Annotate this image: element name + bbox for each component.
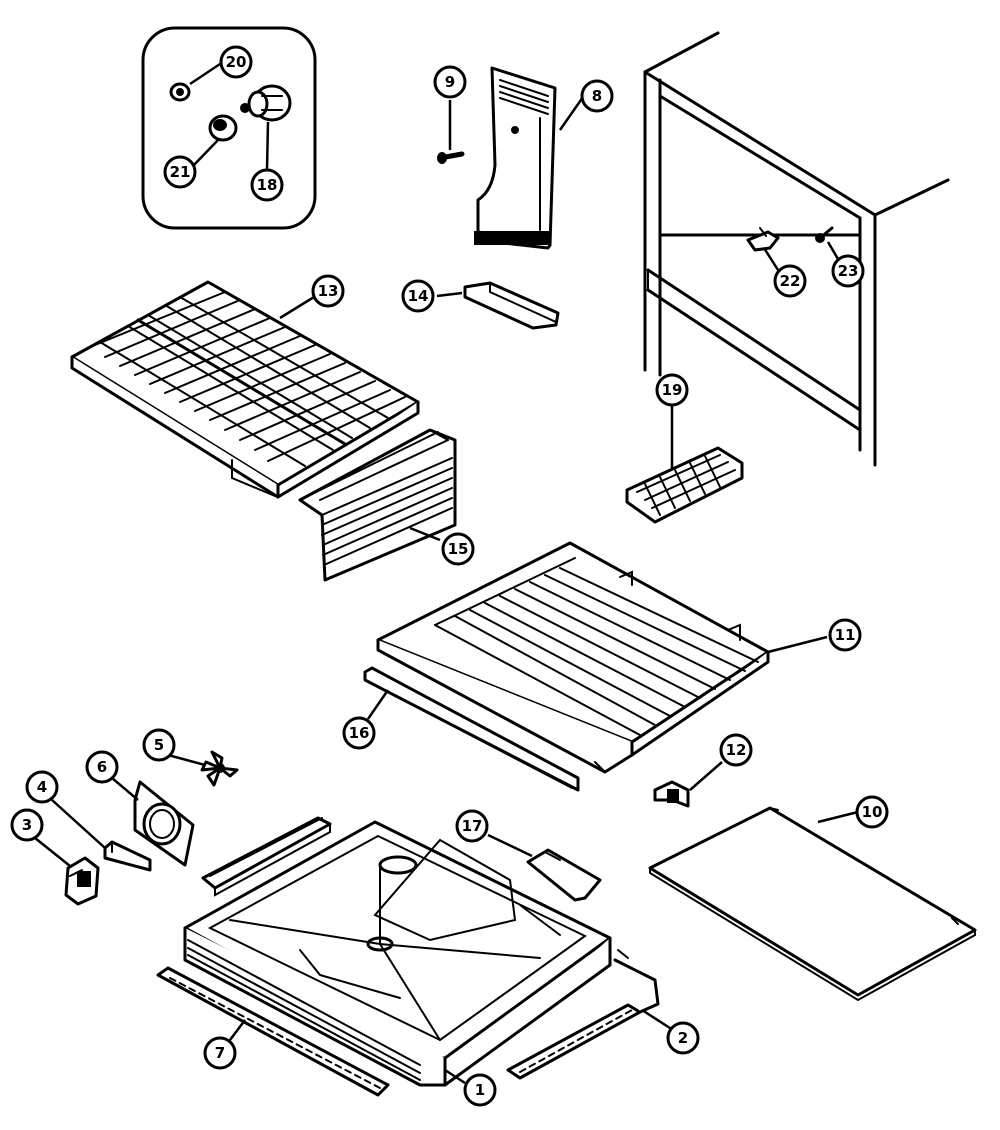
part-number: 7 [215,1044,225,1062]
part-number: 10 [862,803,883,821]
leader-lines [34,60,859,1085]
part-21-knob-bushing [208,114,238,142]
part-10-panel [648,806,977,1002]
part-number: 22 [780,272,801,290]
part-number: 18 [257,176,278,194]
part-number: 8 [592,87,602,105]
part-9-screw [437,151,465,164]
part-20-clip [169,82,191,102]
part-number: 14 [408,287,429,305]
part-number: 12 [726,741,747,759]
part-11-crisper-cover [376,541,770,774]
callout-7: 7 [203,1036,237,1070]
part-number: 16 [349,724,370,742]
callout-14: 14 [401,279,435,313]
callout-1: 1 [463,1073,497,1107]
part-14-bracket [463,281,560,330]
callout-10: 10 [855,795,889,829]
part-17-drain-cap [526,848,602,902]
part-number: 4 [37,778,47,796]
callout-21: 21 [163,155,197,189]
part-5-fan-blade [200,750,239,787]
part-13-wire-shelf [70,280,420,499]
part-number: 2 [678,1029,688,1047]
callout-8: 8 [580,79,614,113]
callout-17: 17 [455,809,489,843]
callout-19: 19 [655,373,689,407]
part-number: 5 [154,736,164,754]
callout-22: 22 [773,264,807,298]
callout-11: 11 [828,618,862,652]
part-number: 17 [462,817,483,835]
part-number: 21 [170,163,191,181]
callout-4: 4 [25,770,59,804]
callout-9: 9 [433,65,467,99]
callout-15: 15 [441,532,475,566]
callout-12: 12 [719,733,753,767]
callout-20: 20 [219,45,253,79]
part-19-ice-tray [625,446,744,524]
part-7-front-rail [156,966,390,1097]
rail-upper-left [201,816,332,897]
part-23-pin [815,226,834,243]
callout-23: 23 [831,254,865,288]
callout-3: 3 [10,808,44,842]
callout-5: 5 [142,728,176,762]
part-2-side-rail [506,949,660,1080]
part-number: 11 [835,626,856,644]
part-18-control-knob [240,84,292,122]
part-number: 1 [475,1081,485,1099]
part-number: 3 [22,816,32,834]
part-22-clip [746,227,780,252]
part-number: 15 [448,540,469,558]
part-number: 6 [97,758,107,776]
part-12-bracket [653,780,690,808]
part-8-duct-cover [474,66,557,250]
part-1-pan-housing [183,820,612,1087]
part-3-switch-housing [64,856,100,906]
part-number: 23 [838,262,859,280]
part-number: 19 [662,381,683,399]
callout-13: 13 [311,274,345,308]
part-number: 13 [318,282,339,300]
part-6-fan-shroud [133,780,195,867]
callout-16: 16 [342,716,376,750]
part-4-motor-bracket [103,840,152,872]
part-number: 20 [226,53,247,71]
part-number: 9 [445,73,455,91]
part-16-front-trim [363,666,580,792]
callout-6: 6 [85,750,119,784]
cabinet-outline [643,31,950,467]
part-15-shelf-panel [298,428,457,582]
callout-18: 18 [250,168,284,202]
callout-2: 2 [666,1021,700,1055]
